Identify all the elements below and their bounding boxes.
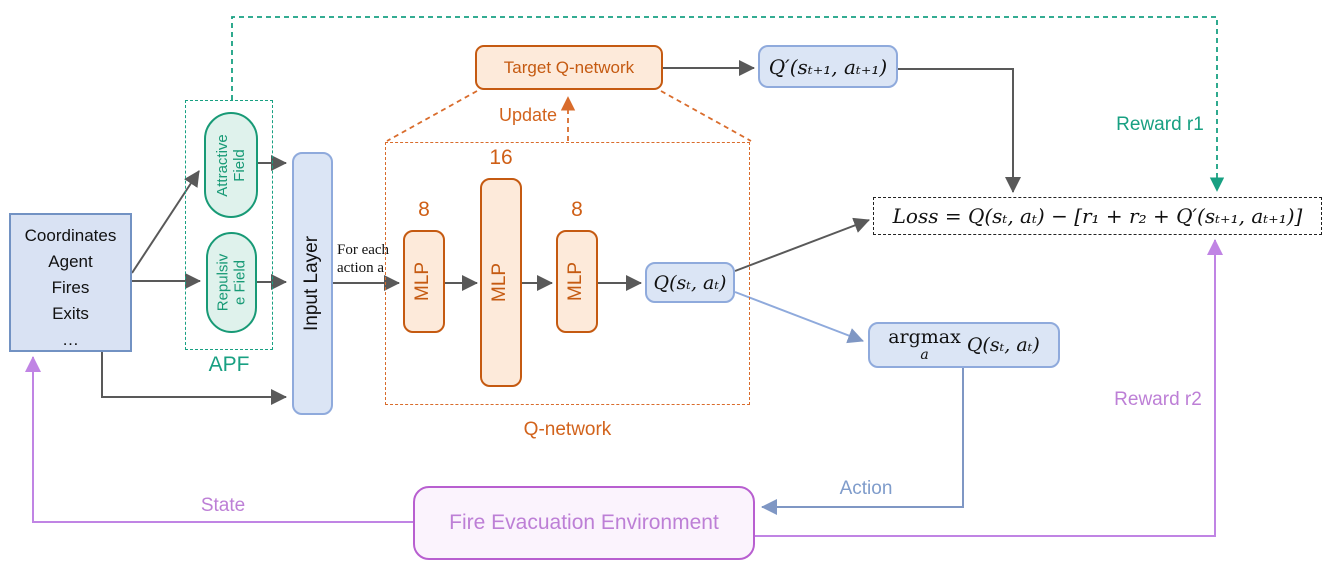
argmax-subscript: a: [920, 347, 929, 363]
state-edge-label: State: [200, 495, 246, 516]
q-target-value-label: Q′(sₜ₊₁, aₜ₊₁): [768, 54, 888, 79]
mlp2-label: MLP: [489, 262, 511, 303]
attractive-field-node: Attractive Field: [204, 112, 258, 218]
argmax-node: argmax a Q(sₜ, aₜ): [868, 322, 1060, 368]
input-layer-node: Input Layer: [292, 152, 333, 415]
mlp1-node: MLP: [403, 230, 445, 333]
state-line-coordinates: Coordinates: [24, 226, 117, 245]
qnetwork-label: Q-network: [523, 419, 612, 440]
input-layer-label: Input Layer: [301, 235, 323, 332]
target-qnetwork-node: Target Q-network: [475, 45, 663, 90]
reward-r1-label: Reward r1: [1116, 114, 1204, 135]
apf-label: APF: [208, 353, 250, 376]
repulsive-field-label-line1: Repulsiv: [214, 253, 231, 312]
argmax-expression: Q(sₜ, aₜ): [966, 334, 1040, 356]
repulsive-field-label-line2: e Field: [230, 259, 248, 306]
state-line-exits: Exits: [52, 304, 89, 323]
state-line-fires: Fires: [51, 278, 90, 297]
attractive-field-label-line1: Attractive: [213, 133, 231, 197]
environment-node: Fire Evacuation Environment: [413, 486, 755, 560]
apf-group-box: [185, 100, 273, 350]
action-edge-label: Action: [839, 478, 893, 499]
loss-formula: Loss = Q(sₜ, aₜ) − [r₁ + r₂ + Q′(sₜ₊₁, a…: [892, 204, 1303, 228]
q-value-label: Q(sₜ, aₜ): [653, 271, 727, 294]
target-qnetwork-label: Target Q-network: [503, 57, 635, 77]
mlp3-node: MLP: [556, 230, 598, 333]
for-each-action-label: For each action a: [337, 242, 390, 276]
argmax-operator: argmax: [888, 326, 961, 348]
environment-label: Fire Evacuation Environment: [449, 511, 719, 534]
state-line-agent: Agent: [48, 252, 93, 271]
q-value-node: Q(sₜ, aₜ): [645, 262, 735, 303]
mlp1-size-label: 8: [418, 198, 430, 221]
mlp2-node: MLP: [480, 178, 522, 387]
update-label: Update: [498, 105, 558, 125]
attractive-field-label-line2: Field: [230, 148, 247, 182]
qnetwork-group-box: [385, 142, 750, 405]
repulsive-field-node: Repulsiv e Field: [206, 232, 257, 333]
q-target-value-node: Q′(sₜ₊₁, aₜ₊₁): [758, 45, 898, 88]
mlp3-label: MLP: [565, 261, 587, 302]
mlp3-size-label: 8: [571, 198, 583, 221]
reward-r2-label: Reward r2: [1114, 389, 1202, 410]
mlp1-label: MLP: [412, 261, 434, 302]
mlp2-size-label: 16: [489, 146, 513, 169]
loss-node: Loss = Q(sₜ, aₜ) − [r₁ + r₂ + Q′(sₜ₊₁, a…: [873, 197, 1322, 235]
state-line-ellipsis: …: [62, 330, 79, 349]
state-input-box: Coordinates Agent Fires Exits …: [9, 213, 132, 352]
